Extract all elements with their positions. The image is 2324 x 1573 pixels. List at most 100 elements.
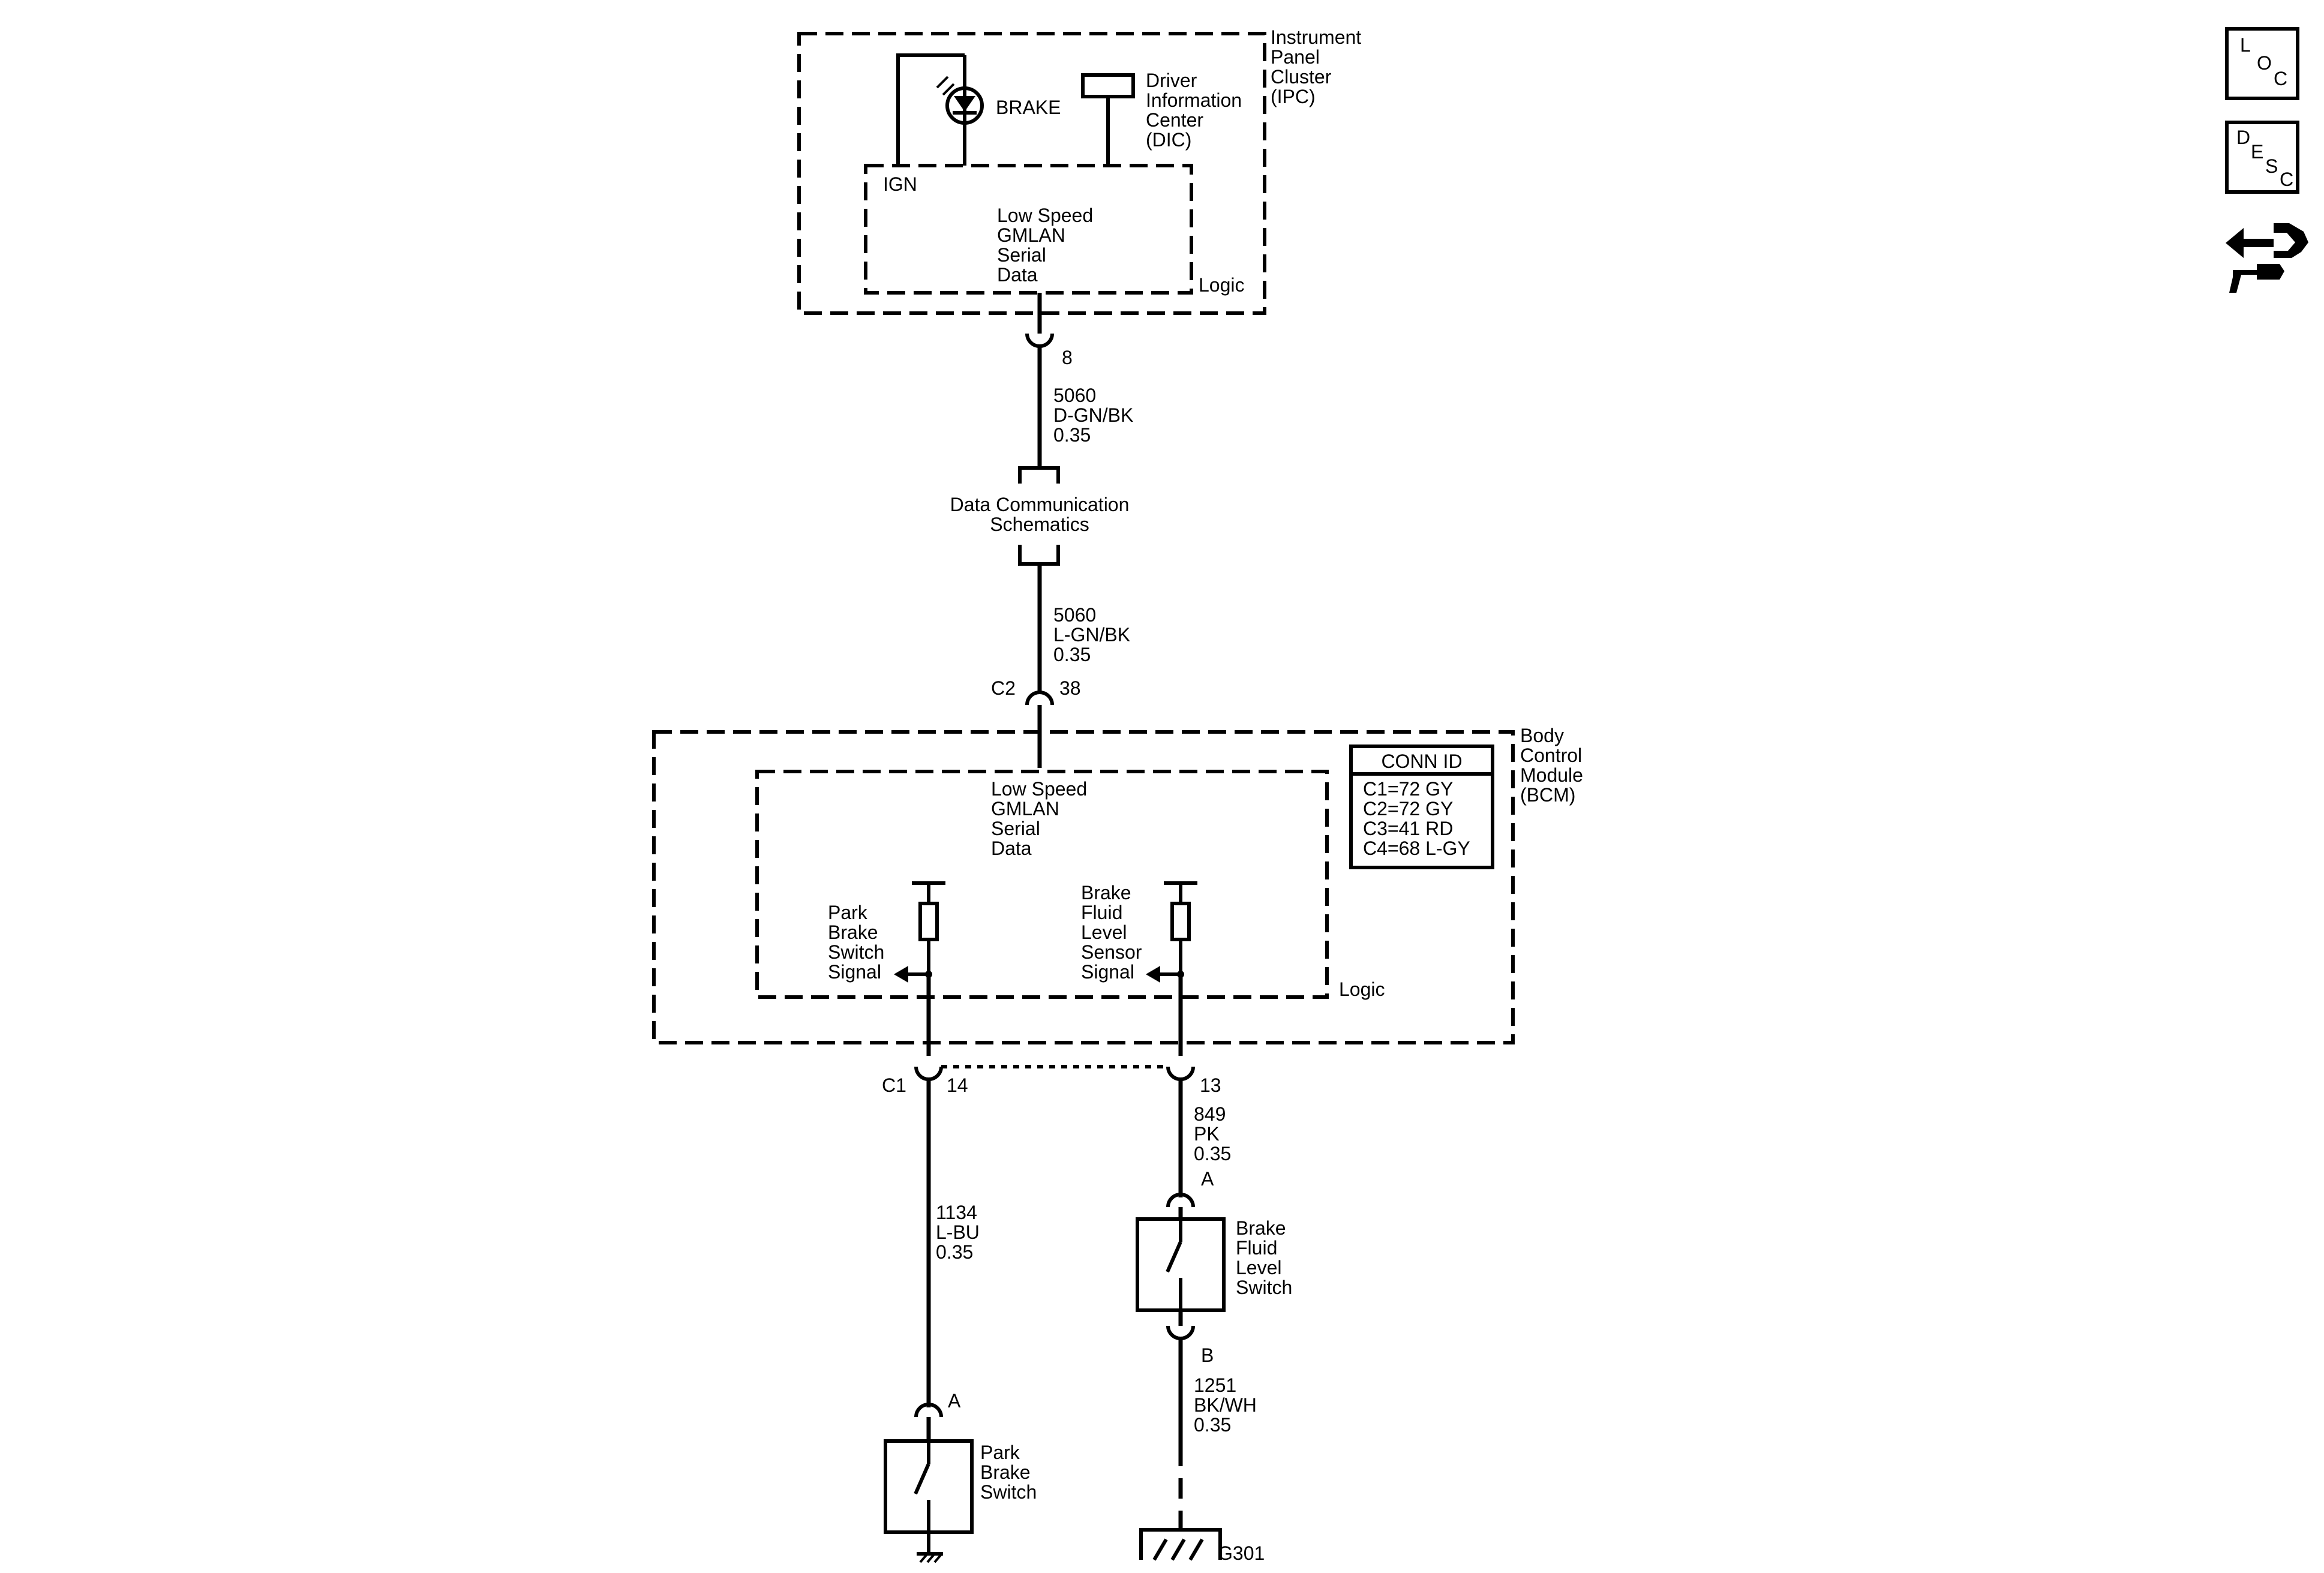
ipc-serial-1: Low Speed <box>997 205 1093 226</box>
ipc-serial-4: Data <box>997 264 1038 286</box>
conn-id-row-2: C2=72 GY <box>1363 798 1453 819</box>
bcm-serial-4: Data <box>991 837 1032 859</box>
ipc-name-3: Cluster <box>1271 66 1332 88</box>
park-signal-3: Switch <box>828 941 884 963</box>
wire3-circuit: 849 <box>1194 1103 1226 1125</box>
park-brake-pullup <box>894 881 945 1056</box>
dic-label-4: (DIC) <box>1146 129 1191 151</box>
loc-icon-letter-1: L <box>2240 34 2251 56</box>
fluid-pullup-resistor <box>1170 902 1191 941</box>
fluid-signal-5: Signal <box>1081 961 1134 983</box>
ipc-pin-label: 8 <box>1062 347 1073 368</box>
fluid-switch-name-2: Fluid <box>1236 1237 1277 1259</box>
bcm-outline <box>652 730 1515 1044</box>
ipc-connector-pin-8: 8 <box>1025 293 1073 468</box>
ipc-name-2: Panel <box>1271 46 1320 68</box>
wire1-color: D-GN/BK <box>1053 404 1133 426</box>
park-switch-name-3: Switch <box>980 1481 1037 1503</box>
loc-icon-letter-3: C <box>2274 68 2287 89</box>
wire-849: 849 PK 0.35 <box>1194 1103 1231 1164</box>
fluid-switch-contact <box>1166 1241 1182 1273</box>
ipc-ign-label: IGN <box>883 173 917 195</box>
c1-pin-13: 13 <box>1200 1074 1221 1096</box>
park-pullup-resistor <box>918 902 939 941</box>
brake-fluid-pullup <box>1146 881 1197 1056</box>
ground-label: G301 <box>1218 1542 1265 1564</box>
wire2-color: L-GN/BK <box>1053 624 1130 646</box>
bcm-serial-3: Serial <box>991 818 1040 839</box>
fluid-signal-4: Sensor <box>1081 941 1142 963</box>
ipc-logic-outline <box>864 164 1193 295</box>
ipc-ign-feed <box>896 53 965 166</box>
bcm-logic-outline <box>755 770 1329 999</box>
brake-fluid-level-switch: A B Brake Fluid Level Switch <box>1136 1168 1292 1366</box>
conn-id-header: CONN ID <box>1381 751 1462 772</box>
park-switch-contact <box>914 1463 930 1495</box>
dic-label-1: Driver <box>1146 70 1197 91</box>
dcs-label-2: Schematics <box>990 514 1089 535</box>
wire3-size: 0.35 <box>1194 1143 1231 1164</box>
fluid-signal-2: Fluid <box>1081 902 1122 923</box>
park-signal-arrow-icon <box>894 966 908 983</box>
desc-icon[interactable]: D E S C <box>2225 121 2299 194</box>
dic-box <box>1081 73 1135 98</box>
fluid-signal-arrow-icon <box>1146 966 1160 983</box>
data-communication-reference: Data Communication Schematics <box>950 466 1129 692</box>
park-switch-pin-a: A <box>948 1390 961 1412</box>
wire4-color: L-BU <box>936 1221 980 1243</box>
bcm-logic-label: Logic <box>1339 978 1385 1000</box>
wire5-circuit: 1251 <box>1194 1374 1236 1396</box>
brake-lamp-icon <box>936 76 984 125</box>
ipc-name-1: Instrument <box>1271 26 1361 48</box>
fluid-signal-1: Brake <box>1081 882 1131 903</box>
bcm-module: Low Speed GMLAN Serial Data Park Brake S… <box>652 725 1583 1056</box>
wire4-circuit: 1134 <box>936 1202 977 1223</box>
wire2-circuit: 5060 <box>1053 604 1096 626</box>
wire4-size: 0.35 <box>936 1241 973 1263</box>
ipc-serial-2: GMLAN <box>997 224 1065 246</box>
conn-id-row-3: C3=41 RD <box>1363 818 1453 839</box>
c2-label: C2 <box>991 677 1016 699</box>
ipc-logic-label: Logic <box>1199 274 1245 296</box>
wire-5060-dgn: 5060 D-GN/BK 0.35 <box>1053 385 1133 446</box>
ipc-serial-3: Serial <box>997 244 1046 266</box>
bcm-name-4: (BCM) <box>1520 784 1575 806</box>
wire-1251: 1251 BK/WH 0.35 <box>1194 1374 1257 1436</box>
ipc-name-4: (IPC) <box>1271 86 1316 107</box>
wire-1134: 1134 L-BU 0.35 <box>936 1202 980 1263</box>
connector-hand-icon[interactable] <box>2226 223 2308 293</box>
bcm-name-3: Module <box>1520 764 1583 786</box>
loc-icon[interactable]: L O C <box>2225 27 2299 100</box>
ground-g301-icon: G301 <box>1139 1528 1265 1564</box>
wire2-size: 0.35 <box>1053 644 1091 665</box>
fluid-signal-3: Level <box>1081 921 1127 943</box>
wire1-size: 0.35 <box>1053 424 1091 446</box>
park-switch-name-1: Park <box>980 1442 1020 1463</box>
fluid-switch-name-1: Brake <box>1236 1217 1286 1239</box>
c2-pin-label: 38 <box>1059 677 1081 699</box>
desc-icon-letter-2: E <box>2251 141 2263 163</box>
park-signal-4: Signal <box>828 961 881 983</box>
dic-label-3: Center <box>1146 109 1203 131</box>
park-brake-switch: A Park Brake Switch <box>884 1390 1037 1563</box>
bcm-name-2: Control <box>1520 745 1582 766</box>
conn-id-row-4: C4=68 L-GY <box>1363 837 1470 859</box>
fluid-switch-name-3: Level <box>1236 1257 1282 1278</box>
conn-id-row-1: C1=72 GY <box>1363 778 1453 800</box>
desc-icon-letter-4: C <box>2280 169 2293 190</box>
ipc-outline <box>797 32 1266 315</box>
ipc-module: BRAKE Driver Information Center (DIC) IG… <box>797 26 1361 315</box>
fluid-switch-pin-b: B <box>1201 1344 1214 1366</box>
wire3-color: PK <box>1194 1123 1220 1145</box>
brake-lamp-label: BRAKE <box>996 97 1061 118</box>
bcm-connector-c1: C1 14 13 <box>882 1065 1221 1096</box>
dic-label-2: Information <box>1146 89 1242 111</box>
loc-icon-letter-2: O <box>2257 52 2272 74</box>
wire-5060-lgn: 5060 L-GN/BK 0.35 <box>1053 604 1130 665</box>
park-switch-name-2: Brake <box>980 1461 1031 1483</box>
fluid-switch-name-4: Switch <box>1236 1277 1292 1298</box>
c1-pin-14: 14 <box>947 1074 968 1096</box>
desc-icon-letter-1: D <box>2236 127 2250 148</box>
desc-icon-letter-3: S <box>2265 155 2278 177</box>
